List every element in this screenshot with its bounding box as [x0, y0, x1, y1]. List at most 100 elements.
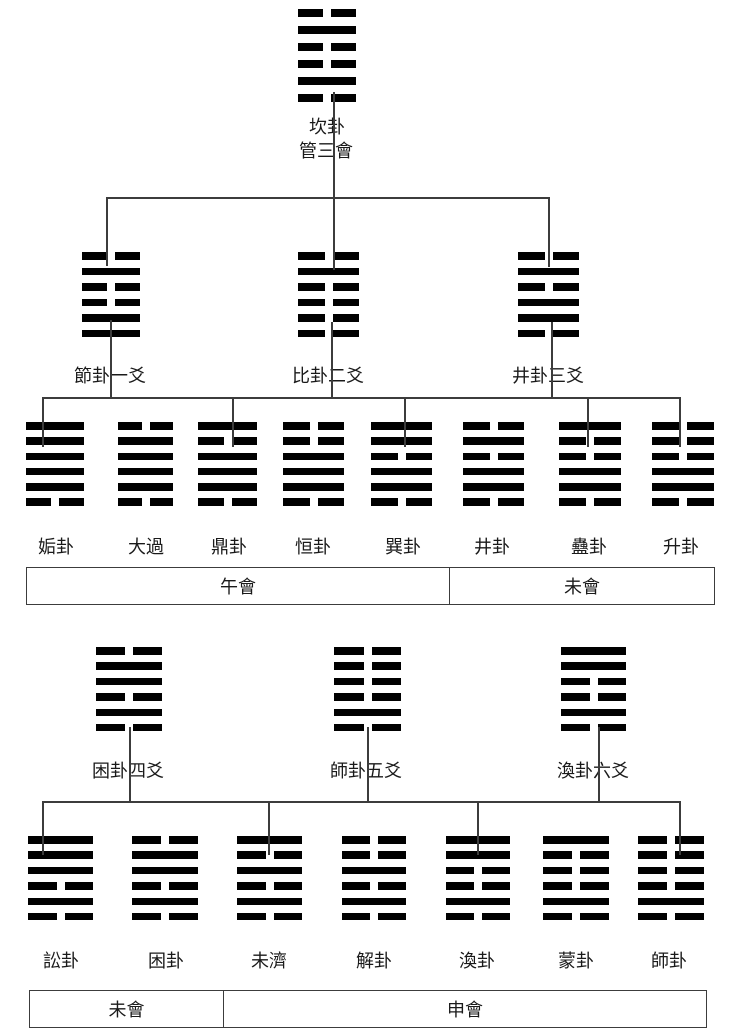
- yin-line: [198, 437, 257, 445]
- yin-line-segment: [96, 693, 125, 701]
- yin-line: [298, 252, 359, 260]
- yin-line-segment: [638, 882, 667, 890]
- yin-line-segment: [96, 647, 125, 655]
- hexagram-song: [28, 836, 93, 928]
- yang-line: [198, 452, 257, 461]
- yin-line: [283, 422, 344, 430]
- yang-line: [559, 483, 621, 491]
- yin-line-segment: [298, 43, 323, 51]
- yin-line-segment: [332, 252, 359, 260]
- yin-line-segment: [273, 882, 302, 890]
- yin-line-segment: [552, 283, 579, 291]
- yin-line-segment: [331, 60, 356, 68]
- hexagram-jing: [463, 422, 524, 514]
- yin-line-segment: [26, 498, 51, 506]
- yang-line: [342, 897, 406, 906]
- period-label: 未會: [108, 1000, 145, 1021]
- yin-line: [298, 94, 356, 102]
- yin-line: [561, 723, 626, 732]
- period-cell-wu: 午會: [27, 568, 449, 604]
- connector-line: [42, 801, 44, 855]
- yin-line: [638, 912, 704, 921]
- yin-line: [96, 693, 162, 701]
- yin-line-segment: [132, 912, 161, 921]
- yin-line-segment: [597, 677, 626, 686]
- yin-line-segment: [482, 882, 510, 890]
- yin-line-segment: [463, 498, 490, 506]
- yin-line: [237, 851, 302, 859]
- branch-label: 師卦五爻: [330, 761, 402, 782]
- yin-line-segment: [96, 723, 125, 732]
- yin-line-segment: [334, 677, 364, 686]
- yin-line: [298, 329, 359, 337]
- yang-line: [652, 467, 714, 476]
- connector-line: [42, 801, 680, 803]
- yin-line-segment: [543, 851, 572, 859]
- yang-line: [26, 422, 84, 430]
- hexagram-kun-oppression: [96, 647, 162, 739]
- yin-line: [446, 912, 510, 921]
- yin-line: [28, 912, 93, 921]
- yin-line-segment: [332, 283, 359, 291]
- hexagram-meng: [543, 836, 609, 928]
- yang-line: [283, 452, 344, 461]
- yin-line-segment: [463, 422, 490, 430]
- period-table-lower: 未會 申會: [29, 990, 707, 1028]
- yin-line-segment: [543, 912, 572, 921]
- yang-line: [518, 314, 579, 322]
- yang-line: [198, 483, 257, 491]
- hexagram-xun: [371, 422, 432, 514]
- yang-line: [26, 452, 84, 461]
- yin-line-segment: [342, 912, 370, 921]
- yin-line-segment: [283, 498, 310, 506]
- yin-line-segment: [342, 851, 370, 859]
- yin-line-segment: [446, 912, 474, 921]
- yin-line: [298, 60, 356, 68]
- yin-line-segment: [497, 498, 524, 506]
- yang-line: [96, 677, 162, 686]
- yin-line: [82, 252, 140, 260]
- yin-line-segment: [371, 677, 401, 686]
- hexagram-xie: [342, 836, 406, 928]
- yang-line: [561, 708, 626, 717]
- yin-line: [334, 723, 401, 732]
- connector-line: [477, 801, 479, 855]
- yin-line-segment: [118, 498, 142, 506]
- yin-line-segment: [594, 437, 621, 445]
- yin-line-segment: [115, 252, 140, 260]
- yin-line-segment: [331, 43, 356, 51]
- yin-line-segment: [543, 882, 572, 890]
- yang-line: [26, 437, 84, 445]
- yin-line-segment: [405, 452, 432, 461]
- hexagram-shi: [334, 647, 401, 739]
- hexagram-label: 困卦: [148, 951, 184, 972]
- yin-line: [237, 882, 302, 890]
- yang-line: [82, 314, 140, 322]
- yin-line-segment: [497, 452, 524, 461]
- yin-line-segment: [378, 882, 406, 890]
- hexagram-label: 升卦: [663, 537, 699, 558]
- connector-line: [548, 197, 550, 267]
- yin-line: [638, 836, 704, 844]
- yin-line-segment: [298, 298, 325, 306]
- hexagram-gu: [559, 422, 621, 514]
- yang-line: [298, 77, 356, 85]
- branch-label: 比卦二爻: [292, 366, 364, 387]
- yin-line-segment: [169, 836, 198, 844]
- yin-line: [298, 298, 359, 306]
- yin-line-segment: [317, 422, 344, 430]
- yin-line: [334, 677, 401, 686]
- yin-line-segment: [332, 314, 359, 322]
- yin-line: [82, 298, 140, 306]
- yin-line: [518, 329, 579, 337]
- hexagram-ding: [198, 422, 257, 514]
- hexagram-label: 蠱卦: [571, 537, 607, 558]
- yang-line: [371, 422, 432, 430]
- yin-line-segment: [497, 422, 524, 430]
- hexagram-da-guo: [118, 422, 173, 514]
- yin-line-segment: [342, 882, 370, 890]
- yin-line-segment: [580, 851, 609, 859]
- yin-line: [463, 452, 524, 461]
- yin-line: [463, 422, 524, 430]
- yin-line: [118, 498, 173, 506]
